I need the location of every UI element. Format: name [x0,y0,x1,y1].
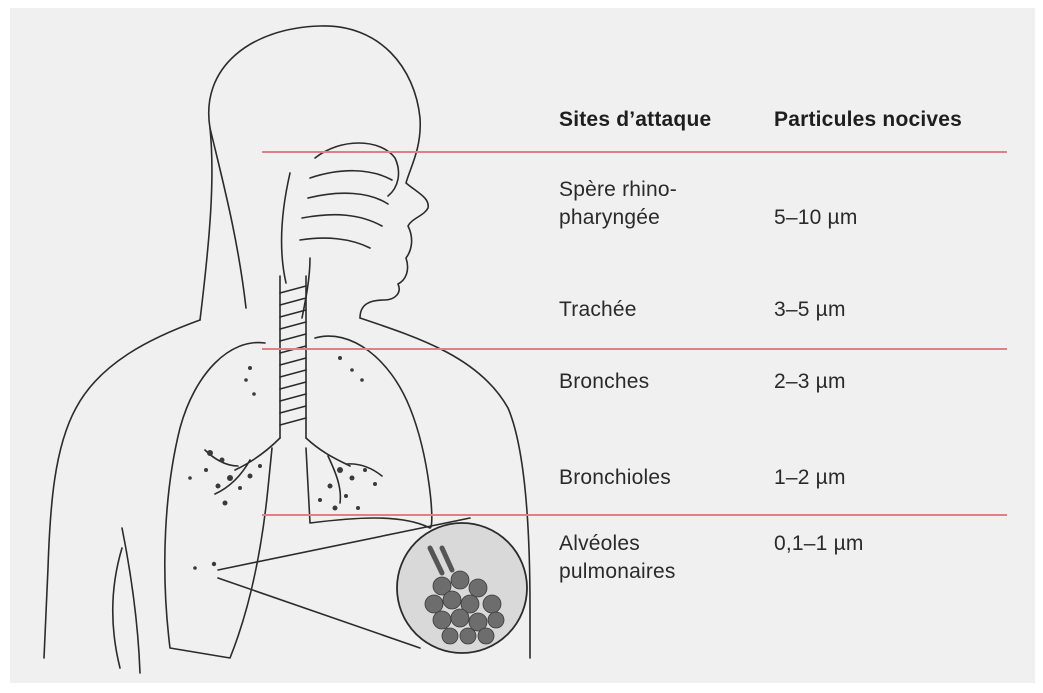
particle-size: 0,1–1 µm [774,530,864,558]
site-label: Bronches [559,368,649,396]
head-outline [200,26,428,320]
divider-trachea [262,348,1007,350]
left-arm-line [113,548,122,668]
nasal-cavity [300,143,399,248]
right-lung [306,336,432,528]
particle-size: 3–5 µm [774,296,846,324]
particle-size: 1–2 µm [774,464,846,492]
right-bronchus [306,438,382,503]
back-of-neck [210,128,246,308]
left-lung [165,343,272,658]
site-label: Alvéoles [559,530,640,558]
particle-size: 2–3 µm [774,368,846,396]
trachea-rings [280,286,306,425]
magnifier-circle [397,523,527,653]
header-sites: Sites d’attaque [559,106,711,134]
site-label: Trachée [559,296,637,324]
left-shoulder [44,320,200,658]
site-label-line2: pharyngée [559,204,660,232]
site-label-line2: pulmonaires [559,558,676,586]
site-label: Spère rhino- [559,176,677,204]
site-label: Bronchioles [559,464,671,492]
magnifier-cone-bottom [218,578,420,648]
particle-size: 5–10 µm [774,204,858,232]
divider-header [262,151,1007,153]
diagram-panel: Sites d’attaque Particules nocives Spère… [10,8,1035,683]
header-particles: Particules nocives [774,106,962,134]
divider-bronchioles [262,514,1007,516]
torso-side-left [122,528,140,673]
